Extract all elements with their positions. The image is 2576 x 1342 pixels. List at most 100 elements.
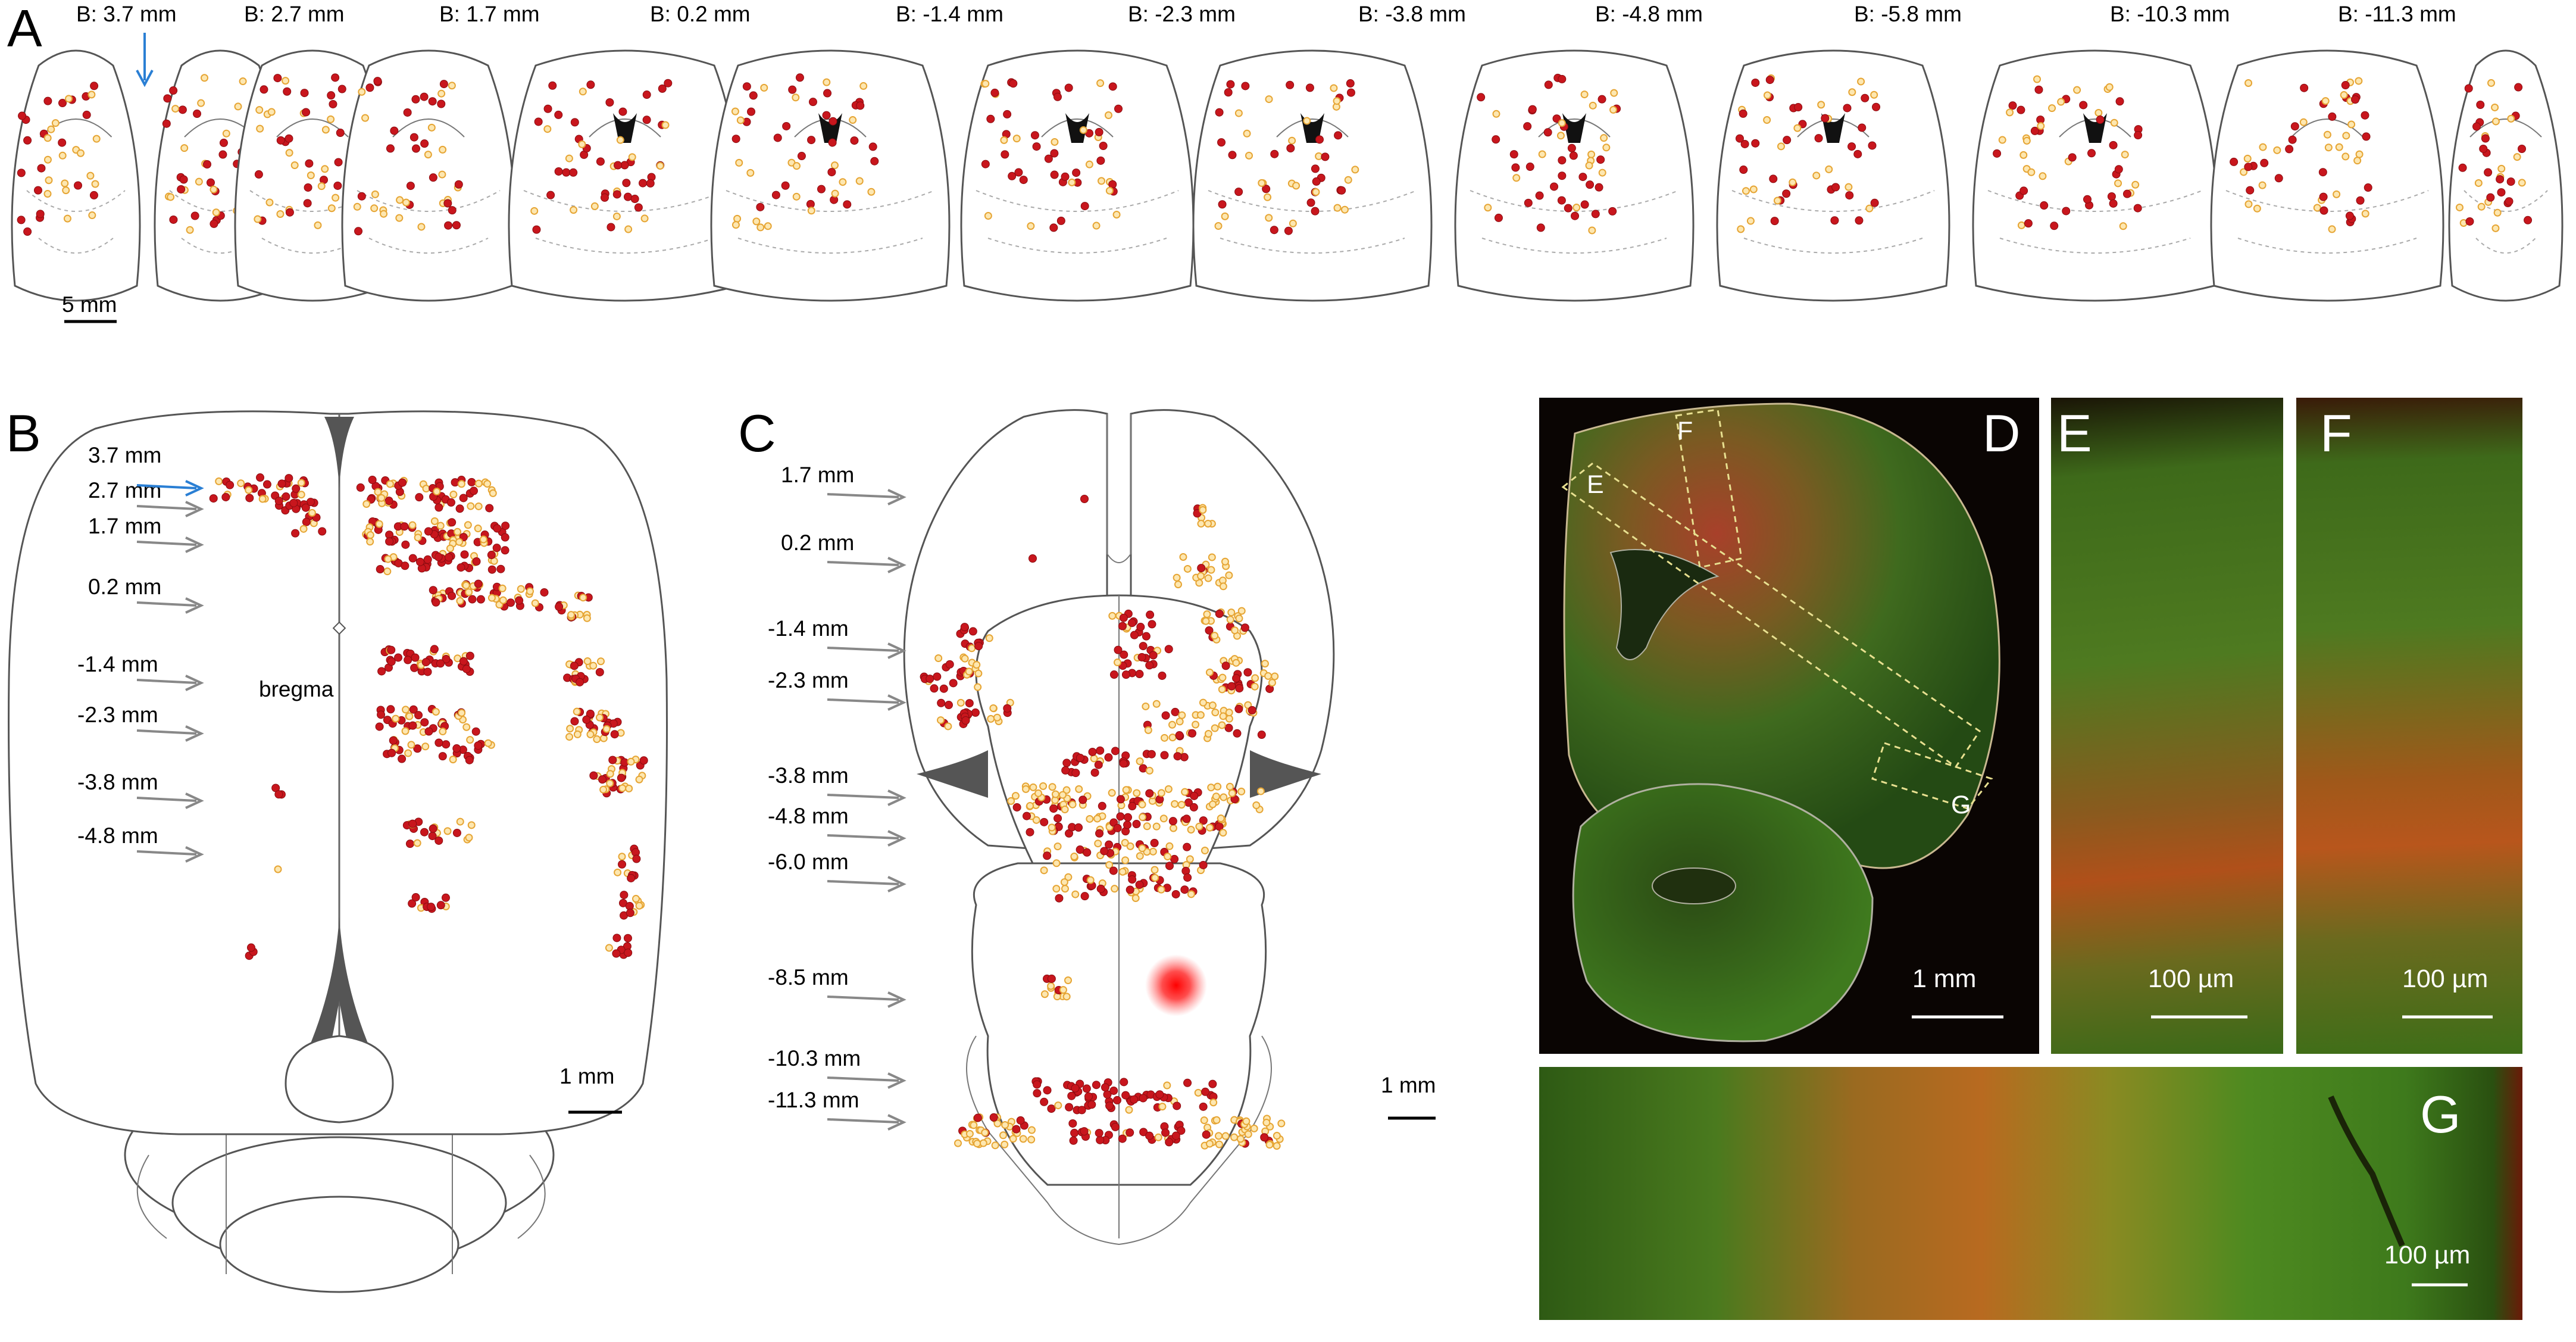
labeled-neuron bbox=[1152, 822, 1161, 831]
labeled-neuron bbox=[570, 206, 578, 214]
labeled-neuron bbox=[1084, 1092, 1093, 1101]
labeled-neuron bbox=[1333, 97, 1341, 105]
level-arrow-head-icon bbox=[887, 1114, 906, 1131]
labeled-neuron bbox=[971, 708, 980, 717]
labeled-neuron bbox=[474, 741, 483, 750]
labeled-neuron bbox=[1219, 582, 1227, 591]
panel-c-letter: C bbox=[738, 404, 776, 463]
labeled-neuron bbox=[1567, 143, 1576, 152]
labeled-neuron bbox=[2476, 100, 2485, 109]
labeled-neuron bbox=[1782, 189, 1791, 198]
labeled-neuron bbox=[1123, 820, 1132, 829]
labeled-neuron bbox=[1814, 134, 1823, 143]
labeled-neuron bbox=[1224, 723, 1233, 732]
labeled-neuron bbox=[981, 1128, 989, 1137]
labeled-neuron bbox=[1040, 817, 1049, 826]
labeled-neuron bbox=[1763, 91, 1771, 99]
labeled-neuron bbox=[1164, 645, 1173, 654]
labeled-neuron bbox=[2030, 126, 2039, 135]
olfactory-notch bbox=[1106, 414, 1131, 563]
labeled-neuron bbox=[1142, 702, 1150, 710]
labeled-neuron bbox=[2040, 201, 2049, 210]
labeled-neuron bbox=[828, 138, 837, 147]
labeled-neuron bbox=[387, 748, 396, 757]
labeled-neuron bbox=[1043, 851, 1052, 860]
level-label: 0.2 mm bbox=[781, 530, 854, 555]
labeled-neuron bbox=[656, 161, 664, 170]
labeled-neuron bbox=[76, 149, 85, 157]
labeled-neuron bbox=[1587, 150, 1596, 158]
labeled-neuron bbox=[2491, 117, 2500, 126]
labeled-neuron bbox=[956, 698, 965, 707]
labeled-neuron bbox=[371, 190, 379, 198]
labeled-neuron bbox=[222, 129, 230, 138]
labeled-neuron bbox=[1125, 1106, 1133, 1114]
labeled-neuron bbox=[1120, 650, 1128, 659]
labeled-neuron bbox=[1209, 800, 1217, 809]
labeled-neuron bbox=[2243, 154, 2252, 163]
labeled-neuron bbox=[1104, 111, 1112, 120]
labeled-neuron bbox=[1029, 783, 1037, 791]
labeled-neuron bbox=[2505, 197, 2514, 206]
labeled-neuron bbox=[602, 725, 611, 733]
panel-f-letter: F bbox=[2320, 404, 2352, 463]
labeled-neuron bbox=[443, 827, 452, 835]
labeled-neuron bbox=[423, 667, 432, 676]
labeled-neuron bbox=[1235, 684, 1244, 693]
labeled-neuron bbox=[2319, 192, 2328, 201]
labeled-neuron bbox=[321, 165, 329, 173]
labeled-neuron bbox=[429, 586, 437, 595]
labeled-neuron bbox=[1165, 842, 1174, 850]
labeled-neuron bbox=[464, 521, 472, 529]
section-boundary bbox=[38, 238, 114, 254]
coronal-section bbox=[960, 49, 1195, 302]
labeled-neuron bbox=[1244, 1130, 1252, 1138]
labeled-neuron bbox=[92, 135, 101, 143]
labeled-neuron bbox=[831, 189, 839, 198]
labeled-neuron bbox=[1058, 791, 1067, 799]
labeled-neuron bbox=[334, 158, 343, 167]
labeled-neuron bbox=[565, 733, 574, 741]
section-outline bbox=[1716, 49, 1950, 302]
level-arrow-icon bbox=[827, 880, 899, 885]
labeled-neuron bbox=[1312, 177, 1321, 186]
labeled-neuron bbox=[2341, 152, 2350, 161]
labeled-neuron bbox=[1053, 92, 1062, 101]
labeled-neuron bbox=[1235, 614, 1243, 623]
labeled-neuron bbox=[2087, 149, 2096, 158]
labeled-neuron bbox=[1821, 114, 1830, 123]
labeled-neuron bbox=[2057, 98, 2065, 106]
labeled-neuron bbox=[276, 136, 285, 145]
labeled-neuron bbox=[1205, 626, 1214, 635]
labeled-neuron bbox=[792, 93, 800, 102]
labeled-neuron bbox=[2517, 145, 2526, 154]
ventricle-shape bbox=[613, 113, 637, 143]
labeled-neuron bbox=[434, 503, 443, 512]
labeled-neuron bbox=[469, 486, 478, 495]
panel-g-scale-label: 100 µm bbox=[2384, 1241, 2470, 1269]
labeled-neuron bbox=[1252, 801, 1261, 810]
panel-a-scale-label: 5 mm bbox=[62, 292, 117, 317]
labeled-neuron bbox=[1215, 1140, 1223, 1148]
labeled-neuron bbox=[867, 188, 876, 196]
labeled-neuron bbox=[1173, 573, 1181, 582]
labeled-neuron bbox=[606, 770, 614, 778]
labeled-neuron bbox=[33, 186, 42, 195]
labeled-neuron bbox=[1130, 1095, 1139, 1104]
section-label: B: -4.8 mm bbox=[1595, 2, 1703, 26]
labeled-neuron bbox=[1108, 789, 1116, 797]
labeled-neuron bbox=[2506, 177, 2515, 186]
labeled-neuron bbox=[376, 565, 384, 574]
labeled-neuron bbox=[45, 176, 53, 185]
labeled-neuron bbox=[414, 533, 422, 542]
labeled-neuron bbox=[954, 1139, 962, 1147]
labeled-neuron bbox=[2328, 225, 2336, 233]
labeled-neuron bbox=[578, 140, 586, 148]
labeled-neuron bbox=[1111, 1122, 1120, 1131]
section-label: B: 3.7 mm bbox=[76, 2, 177, 26]
labeled-neuron bbox=[285, 134, 293, 143]
labeled-neuron bbox=[579, 88, 587, 96]
labeled-neuron bbox=[1227, 608, 1236, 617]
labeled-neuron bbox=[442, 740, 451, 749]
labeled-neuron bbox=[937, 716, 945, 725]
